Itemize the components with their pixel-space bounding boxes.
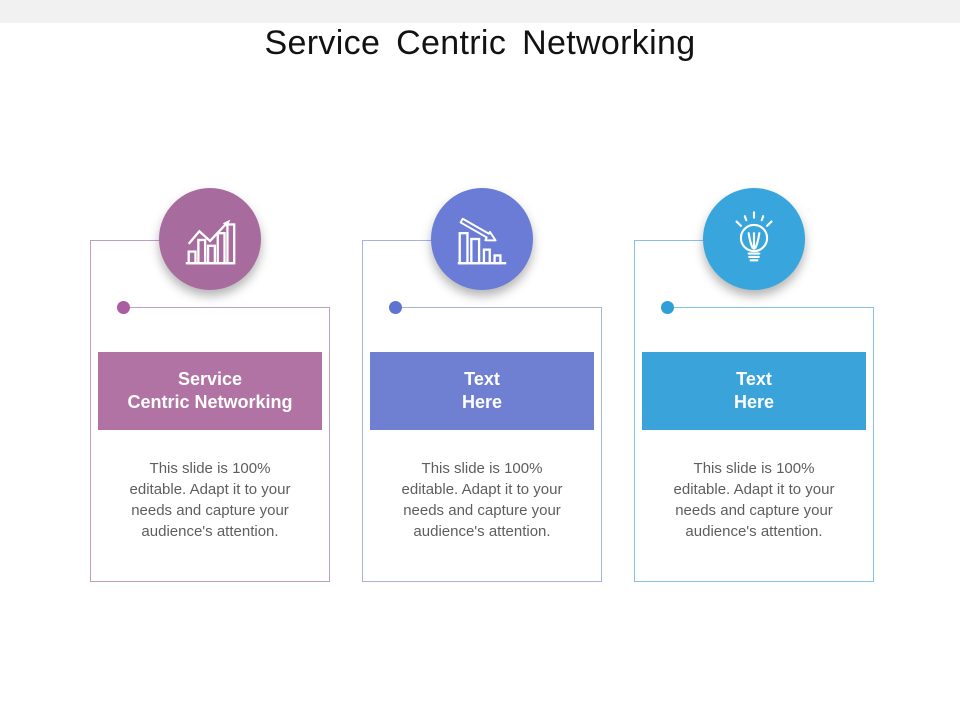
icon-circle-badge (703, 188, 805, 290)
card-text-here-2: Text Here This slide is 100% editable. A… (634, 188, 874, 582)
connector-line (667, 307, 874, 308)
icon-circle-badge (431, 188, 533, 290)
card-border-left (362, 240, 363, 582)
connector-dot (661, 301, 674, 314)
card-border-left (90, 240, 91, 582)
card-header: Text Here (370, 352, 594, 430)
card-border-right (873, 307, 874, 582)
connector-line (123, 307, 330, 308)
icon-circle-badge (159, 188, 261, 290)
connector-line (395, 307, 602, 308)
card-body-text: This slide is 100% editable. Adapt it to… (673, 460, 835, 540)
card-border-right (329, 307, 330, 582)
slide-top-margin-band (0, 0, 960, 23)
card-header: Service Centric Networking (98, 352, 322, 430)
card-body-text: This slide is 100% editable. Adapt it to… (401, 460, 563, 540)
card-border-right (601, 307, 602, 582)
card-border-top (634, 240, 754, 241)
card-border-bottom (90, 581, 330, 582)
card-service-centric-networking: Service Centric Networking This slide is… (90, 188, 330, 582)
card-header: Text Here (642, 352, 866, 430)
connector-dot (117, 301, 130, 314)
slide-title: Service Centric Networking (264, 24, 696, 62)
card-border-bottom (362, 581, 602, 582)
lightbulb-icon (735, 211, 773, 262)
growth-bar-chart-icon (185, 219, 236, 265)
card-text-here-1: Text Here This slide is 100% editable. A… (362, 188, 602, 582)
card-border-left (634, 240, 635, 582)
card-body-text: This slide is 100% editable. Adapt it to… (129, 460, 291, 540)
declining-bar-chart-icon (457, 217, 507, 265)
connector-dot (389, 301, 402, 314)
card-border-top (90, 240, 210, 241)
card-border-top (362, 240, 482, 241)
card-border-bottom (634, 581, 874, 582)
